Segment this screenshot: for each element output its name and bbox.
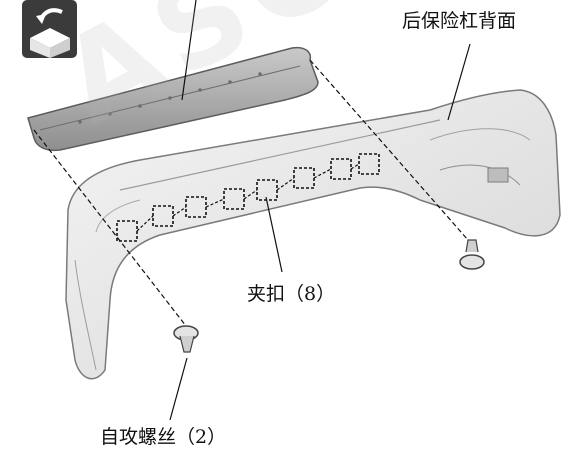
screw-right <box>459 239 485 270</box>
label-clips: 夹扣（8） <box>247 283 336 305</box>
screw-left <box>173 325 199 353</box>
label-self-tapping-screws: 自攻螺丝（2） <box>100 426 227 448</box>
label-rear-bumper-back: 后保险杠背面 <box>402 10 517 32</box>
detach-icon <box>22 0 77 58</box>
bumper-cover-panel <box>27 46 319 152</box>
rear-bumper <box>65 89 561 380</box>
clip-marker <box>358 153 380 175</box>
